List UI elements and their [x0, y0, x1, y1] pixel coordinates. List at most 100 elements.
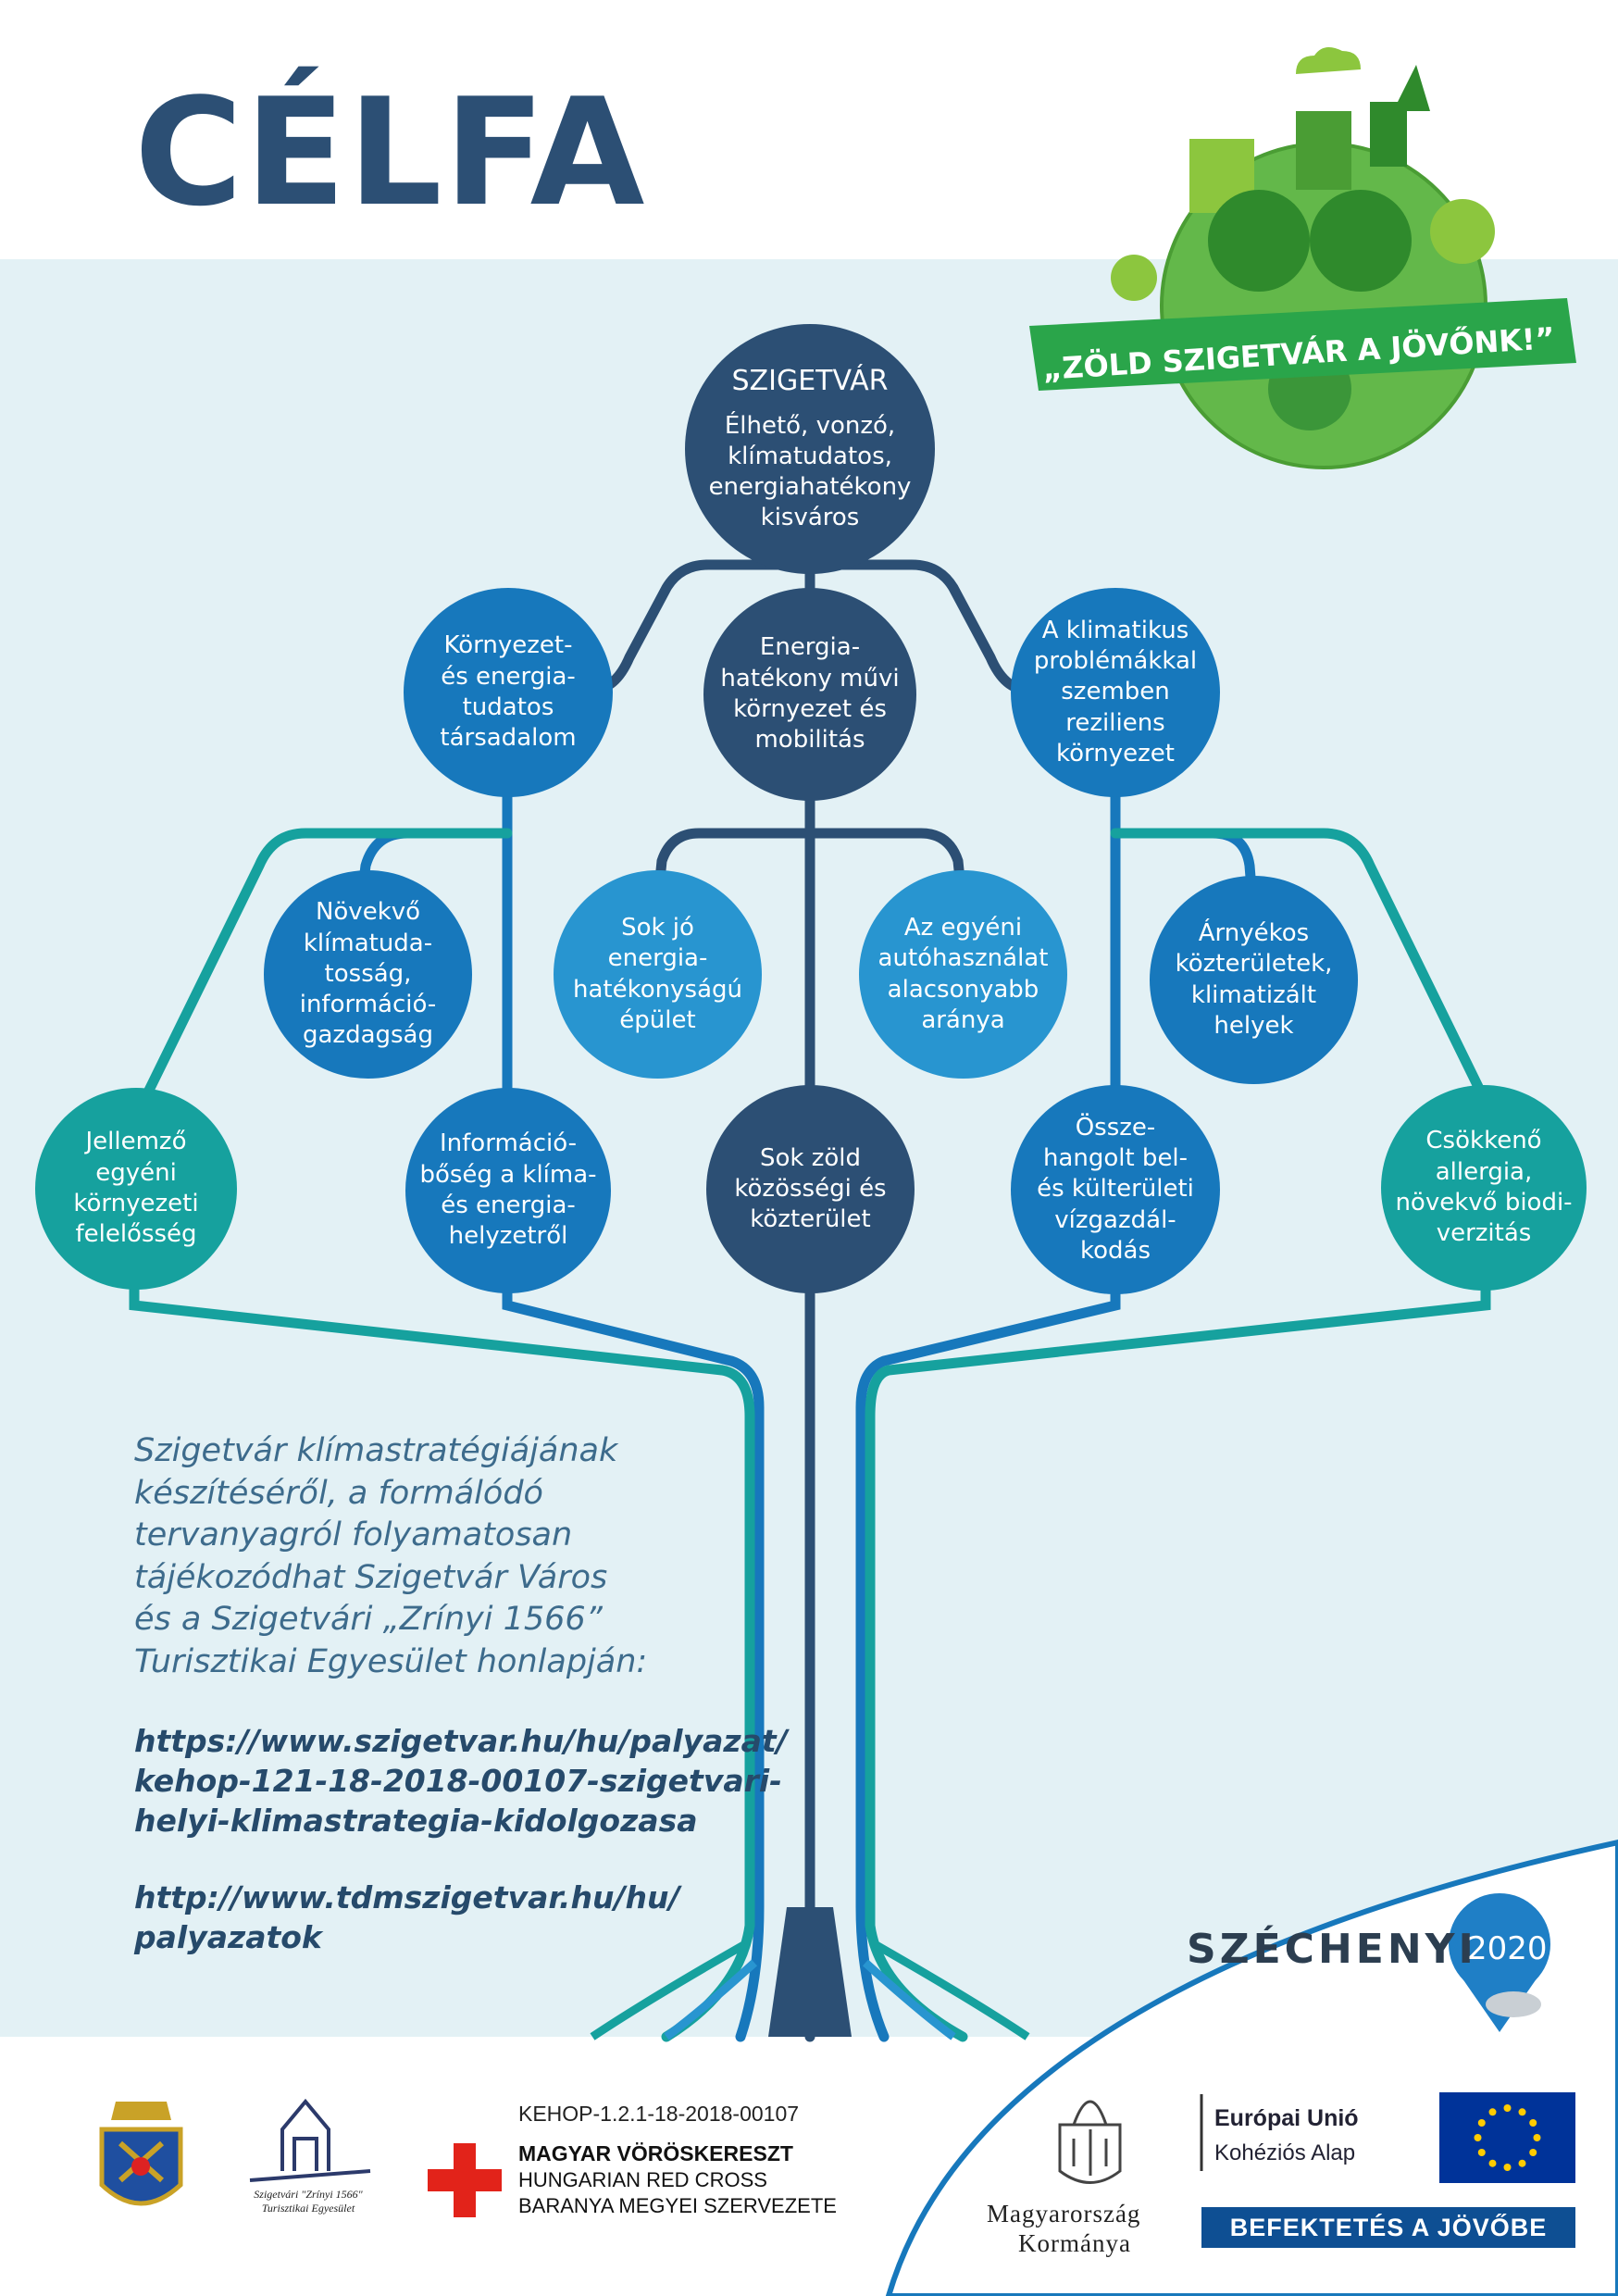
coat-of-arms-icon: [99, 2102, 183, 2206]
node-line: hatékony művi: [720, 664, 900, 693]
node-l2-center-right: Az egyéni autóhasználat alacsonyabb arán…: [859, 870, 1067, 1079]
eu-star-icon: [1477, 2119, 1486, 2127]
url-line[interactable]: https://www.szigetvar.hu/hu/palyazat/: [134, 1723, 788, 1759]
url-link-2[interactable]: http://www.tdmszigetvar.hu/hu/ palyazato…: [134, 1878, 788, 1958]
node-line: helyek: [1214, 1011, 1294, 1040]
node-line: hatékonyságú: [573, 975, 742, 1004]
node-line: Sok jó: [621, 913, 694, 942]
node-line: közterületek,: [1175, 950, 1333, 979]
eu-star-icon: [1488, 2159, 1497, 2167]
node-line: Energia-: [759, 633, 861, 662]
info-line: tájékozódhat Szigetvár Város: [134, 1558, 608, 1596]
project-code: KEHOP-1.2.1-18-2018-00107: [518, 2102, 800, 2126]
investment-banner: BEFEKTETÉS A JÖVŐBE: [1201, 2207, 1575, 2248]
node-l3-5: Csökkenő allergia, növekvő biodi- verzit…: [1381, 1085, 1587, 1291]
node-line: környezet és: [733, 695, 887, 723]
node-line: és energia-: [441, 1192, 576, 1219]
node-line: Környezet-: [443, 631, 573, 660]
eu-star-icon: [1529, 2119, 1537, 2127]
info-line: Szigetvár klímastratégiájának: [134, 1432, 618, 1469]
node-line: alacsonyabb: [887, 975, 1039, 1004]
green-earth-icon: [1111, 47, 1495, 469]
info-line: tervanyagról folyamatosan: [134, 1516, 573, 1554]
eu-label: Európai Unió: [1214, 2105, 1359, 2131]
node-line: autóhasználat: [877, 944, 1049, 973]
redcross-name-hu: MAGYAR VÖRÖSKERESZT: [518, 2141, 793, 2165]
eu-fund-label: Kohéziós Alap: [1214, 2140, 1356, 2165]
node-l2-right: Árnyékos közterületek, klimatizált helye…: [1150, 876, 1358, 1084]
url-line[interactable]: http://www.tdmszigetvar.hu/hu/: [134, 1878, 680, 1915]
node-line: gazdagság: [302, 1021, 433, 1050]
node-l2-center-left: Sok jó energia- hatékonyságú épület: [554, 870, 762, 1079]
node-line: Csökkenő: [1425, 1127, 1542, 1155]
szechenyi-pin-icon: [1449, 1893, 1550, 2032]
eu-star-icon: [1488, 2108, 1497, 2116]
node-line: információ-: [299, 991, 437, 1019]
tdm-logo-line: Szigetvári "Zrínyi 1566": [254, 2188, 363, 2201]
trunk-base: [768, 1907, 852, 2037]
government-line-1: Magyarország: [987, 2200, 1141, 2227]
node-line: Élhető, vonzó,: [724, 411, 896, 440]
node-l1-right: A klimatikus problémákkal szemben rezili…: [1011, 588, 1220, 797]
node-line: allergia,: [1435, 1157, 1533, 1186]
eu-star-icon: [1503, 2164, 1512, 2171]
node-l1-left: Környezet- és energia- tudatos társadalo…: [404, 588, 613, 797]
node-line: tosság,: [324, 959, 412, 988]
szechenyi-logo-text: SZÉCHENYI: [1187, 1926, 1477, 1973]
tdm-logo-line: Turisztikai Egyesület: [261, 2202, 355, 2215]
slogan-banner: [1029, 298, 1576, 391]
node-line: Árnyékos: [1198, 918, 1310, 947]
url-link-1[interactable]: https://www.szigetvar.hu/hu/palyazat/ ke…: [134, 1722, 788, 1841]
root-node: SZIGETVÁR Élhető, vonzó, klímatudatos, e…: [685, 324, 935, 574]
node-line: bőség a klíma-: [419, 1160, 597, 1189]
eu-flag-icon: [1439, 2092, 1575, 2183]
node-line: klímatuda-: [303, 929, 433, 957]
node-line: aránya: [921, 1005, 1005, 1034]
url-line[interactable]: helyi-klimastrategia-kidolgozasa: [134, 1802, 698, 1839]
node-line: Az egyéni: [903, 913, 1023, 942]
redcross-branch: BARANYA MEGYEI SZERVEZETE: [518, 2194, 837, 2217]
node-line: növekvő biodi-: [1395, 1189, 1573, 1217]
government-line-2: Kormánya: [1018, 2229, 1131, 2257]
tdm-logo-text: Szigetvári "Zrínyi 1566" Turisztikai Egy…: [239, 2188, 378, 2215]
node-line: reziliens: [1065, 708, 1165, 737]
node-line: mobilitás: [754, 726, 865, 755]
node-line: szemben: [1061, 678, 1170, 706]
node-line: környezeti: [73, 1190, 199, 1217]
node-l3-2: Információ- bőség a klíma- és energia- h…: [405, 1088, 611, 1293]
node-line: közösségi és: [734, 1174, 887, 1203]
szechenyi-year: 2020: [1467, 1930, 1548, 1967]
node-line: klimatizált: [1190, 980, 1317, 1009]
node-l3-4: Össze- hangolt bel- és külterületi vízga…: [1011, 1085, 1220, 1294]
red-cross-icon: [428, 2143, 502, 2217]
node-line: Össze-: [1075, 1113, 1156, 1142]
root-heading: SZIGETVÁR: [731, 365, 889, 398]
hungarian-crest-icon: [1058, 2100, 1122, 2184]
url-line[interactable]: palyazatok: [134, 1918, 322, 1955]
info-line: készítéséről, a formálódó: [134, 1474, 543, 1512]
tdm-logo-icon: [249, 2098, 371, 2182]
eu-star-icon: [1503, 2104, 1512, 2112]
eu-star-icon: [1533, 2134, 1541, 2141]
node-line: társadalom: [440, 724, 577, 753]
node-line: kisváros: [760, 504, 860, 532]
redcross-name-en: HUNGARIAN RED CROSS: [518, 2168, 767, 2191]
node-line: problémákkal: [1033, 647, 1198, 676]
node-line: Növekvő: [315, 898, 421, 927]
node-line: felelősség: [75, 1220, 197, 1249]
base-flare-lines: [590, 1940, 1030, 2040]
node-line: energiahatékony: [708, 473, 912, 502]
node-line: tudatos: [462, 693, 554, 721]
node-l2-left: Növekvő klímatuda- tosság, információ- g…: [264, 870, 472, 1079]
eu-star-icon: [1518, 2108, 1526, 2116]
url-line[interactable]: kehop-121-18-2018-00107-szigetvari-: [134, 1762, 782, 1799]
node-line: és energia-: [441, 662, 576, 691]
eu-star-icon: [1474, 2134, 1482, 2141]
node-line: kodás: [1079, 1236, 1151, 1265]
node-line: környezet: [1056, 739, 1175, 767]
node-line: Jellemző: [85, 1128, 187, 1156]
node-l1-center: Energia- hatékony művi környezet és mobi…: [703, 588, 916, 801]
info-text-block: Szigetvár klímastratégiájának készítésér…: [134, 1430, 788, 1957]
info-line: és a Szigetvári „Zrínyi 1566”: [134, 1601, 603, 1638]
